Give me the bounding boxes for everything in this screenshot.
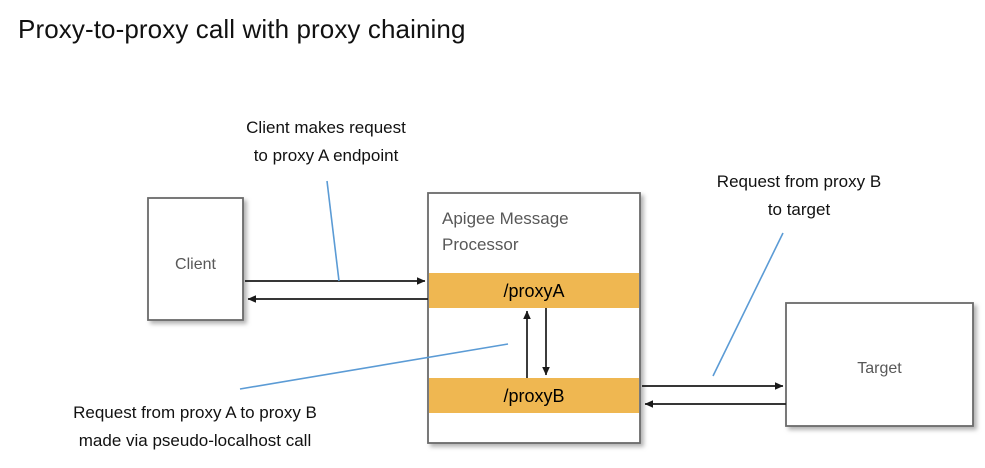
leader-lines: [239, 180, 784, 390]
band-proxyb[interactable]: /proxyB: [429, 378, 639, 413]
band-proxya[interactable]: /proxyA: [429, 273, 639, 308]
proxya-band-fill: [429, 273, 639, 308]
annotation-proxya-to-proxyb-line1: Request from proxy A to proxy B: [73, 403, 317, 422]
client-label: Client: [175, 256, 216, 273]
annotation-proxyb-to-target-line2: to target: [768, 200, 831, 219]
proxyb-label: /proxyB: [503, 386, 564, 406]
proxyb-band-fill: [429, 378, 639, 413]
annotation-client-request-line1: Client makes request: [246, 118, 406, 137]
proxya-label: /proxyA: [503, 281, 564, 301]
leader-line-client-request: [326, 180, 340, 282]
annotation-client-request-line2: to proxy A endpoint: [254, 146, 399, 165]
annotation-proxyb-to-target: Request from proxy B to target: [717, 172, 881, 219]
message-processor-label-line1: Apigee Message: [442, 209, 569, 228]
leader-line-proxya-to-proxyb: [239, 343, 509, 390]
annotation-proxyb-to-target-line1: Request from proxy B: [717, 172, 881, 191]
node-client[interactable]: Client: [147, 197, 244, 321]
client-box: [147, 197, 244, 321]
node-message-processor[interactable]: Apigee Message Processor /proxyA /proxyB: [427, 192, 641, 444]
node-target[interactable]: Target: [785, 302, 974, 427]
annotation-proxya-to-proxyb-line2: made via pseudo-localhost call: [79, 431, 311, 450]
annotation-client-request: Client makes request to proxy A endpoint: [246, 118, 406, 165]
target-label: Target: [857, 360, 902, 377]
target-box: [785, 302, 974, 427]
flow-arrows: [245, 277, 786, 408]
message-processor-label-line2: Processor: [442, 235, 519, 254]
page-title: Proxy-to-proxy call with proxy chaining: [18, 14, 466, 44]
annotation-proxya-to-proxyb: Request from proxy A to proxy B made via…: [73, 403, 317, 450]
leader-line-proxyb-to-target: [712, 232, 784, 377]
